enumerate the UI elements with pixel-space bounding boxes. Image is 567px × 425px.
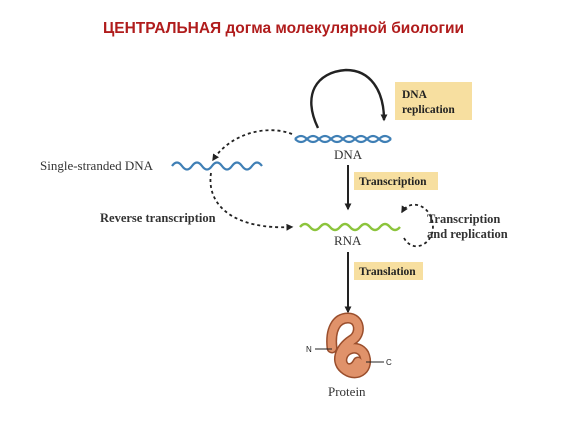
dna-to-ssdna-arrow xyxy=(212,129,293,162)
page-title: ЦЕНТРАЛЬНАЯ догма молекулярной биологии xyxy=(102,20,465,37)
rna-strand xyxy=(299,222,401,232)
translation-box xyxy=(354,262,423,280)
dna-double-helix xyxy=(294,134,392,144)
dna-replication-arrow xyxy=(310,68,388,129)
dna-replication-label-line1: DNA xyxy=(402,89,428,101)
protein-c-terminus: C xyxy=(386,358,392,367)
protein-structure xyxy=(326,312,371,379)
protein-label: Protein xyxy=(328,384,366,399)
svg-text:Transcription and replicat: Transcription and replication xyxy=(427,212,508,241)
rna-replication-label-line1: Transcription xyxy=(427,212,500,226)
dna-replication-box xyxy=(395,82,472,120)
dna-replication-label-line2: replication xyxy=(402,104,455,116)
protein-n-terminus: N xyxy=(306,345,312,354)
svg-text:DNA replication: DNA replication xyxy=(402,89,455,116)
transcription-label: Transcription xyxy=(359,176,427,188)
translation-label: Translation xyxy=(359,266,416,278)
transcription-box xyxy=(354,172,438,190)
rna-replication-arrow xyxy=(401,203,434,248)
rna-label: RNA xyxy=(334,233,362,248)
dna-label: DNA xyxy=(334,147,363,162)
single-stranded-dna-strand xyxy=(171,161,263,171)
reverse-transcription-label: Reverse transcription xyxy=(100,211,216,225)
single-stranded-dna-label: Single-stranded DNA xyxy=(40,158,154,173)
reverse-transcription-arrow xyxy=(209,172,294,231)
rna-replication-label-line2: and replication xyxy=(427,227,508,241)
